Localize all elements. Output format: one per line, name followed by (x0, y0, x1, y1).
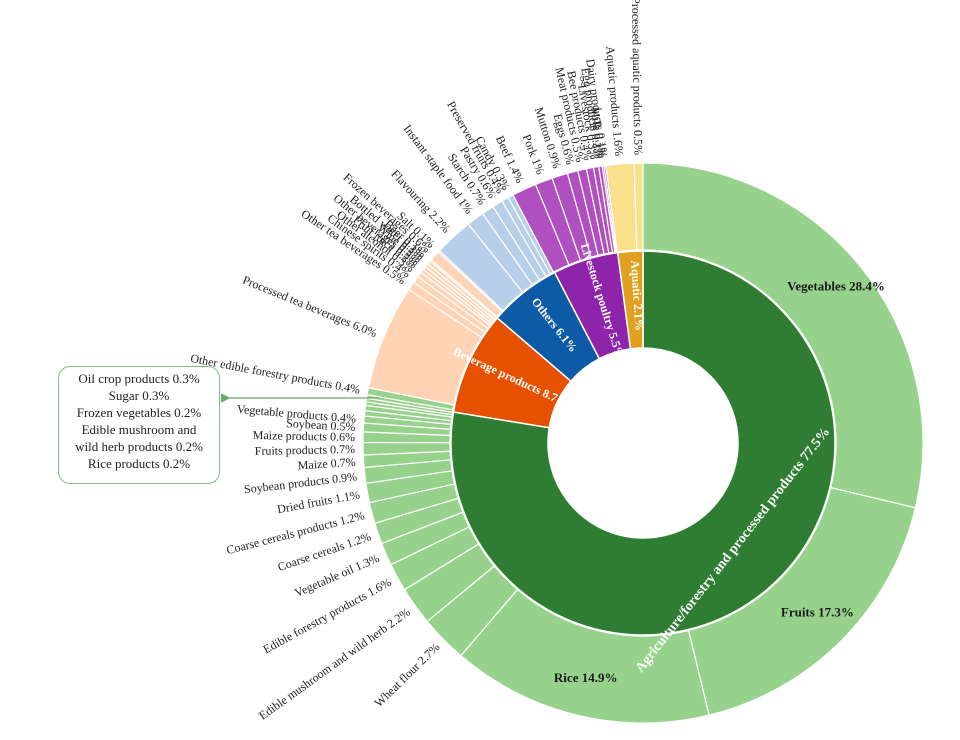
inner-slice-aquatic (616, 250, 644, 350)
callout-line: Edible mushroom and (81, 422, 197, 437)
callout-box: Oil crop products 0.3% Sugar 0.3% Frozen… (58, 366, 220, 484)
callout-line: Sugar 0.3% (108, 388, 170, 403)
callout-line: Oil crop products 0.3% (78, 371, 200, 386)
inner-slice-agriculture-forestry-and-processed-products (450, 250, 836, 636)
outer-slice-processed-aquatic-products (633, 162, 644, 251)
inner-ring (450, 250, 836, 636)
outer-label-fruits: Fruits 17.3% (781, 605, 854, 620)
outer-label-processed-tea-beverages: Processed tea beverages 6.0% (241, 273, 380, 341)
outer-label-maize: Maize 0.7% (297, 455, 356, 473)
outer-label-edible-mushroom-and-wild-herb: Edible mushroom and wild herb 2.2% (256, 605, 413, 723)
outer-label-fruits-products: Fruits products 0.7% (255, 442, 356, 458)
outer-label-maize-products: Maize products 0.6% (253, 428, 356, 444)
callout-line: Frozen vegetables 0.2% (76, 405, 202, 420)
outer-label-vegetables: Vegetables 28.4% (787, 278, 885, 293)
callout-line: wild herb products 0.2% (75, 439, 203, 454)
outer-label-soybean: Soybean 0.5% (286, 416, 356, 434)
callout-line: Rice products 0.2% (87, 456, 191, 471)
outer-label-wheat-flour: Wheat flour 2.7% (372, 640, 443, 710)
inner-label-aquatic: Aquatic 2.1% (628, 260, 647, 331)
outer-ring (362, 162, 924, 724)
outer-slice-vegetables (642, 162, 924, 509)
outer-label-rice: Rice 14.9% (554, 670, 618, 685)
outer-label-processed-aquatic-products: Processed aquatic products 0.5% (629, 0, 646, 155)
